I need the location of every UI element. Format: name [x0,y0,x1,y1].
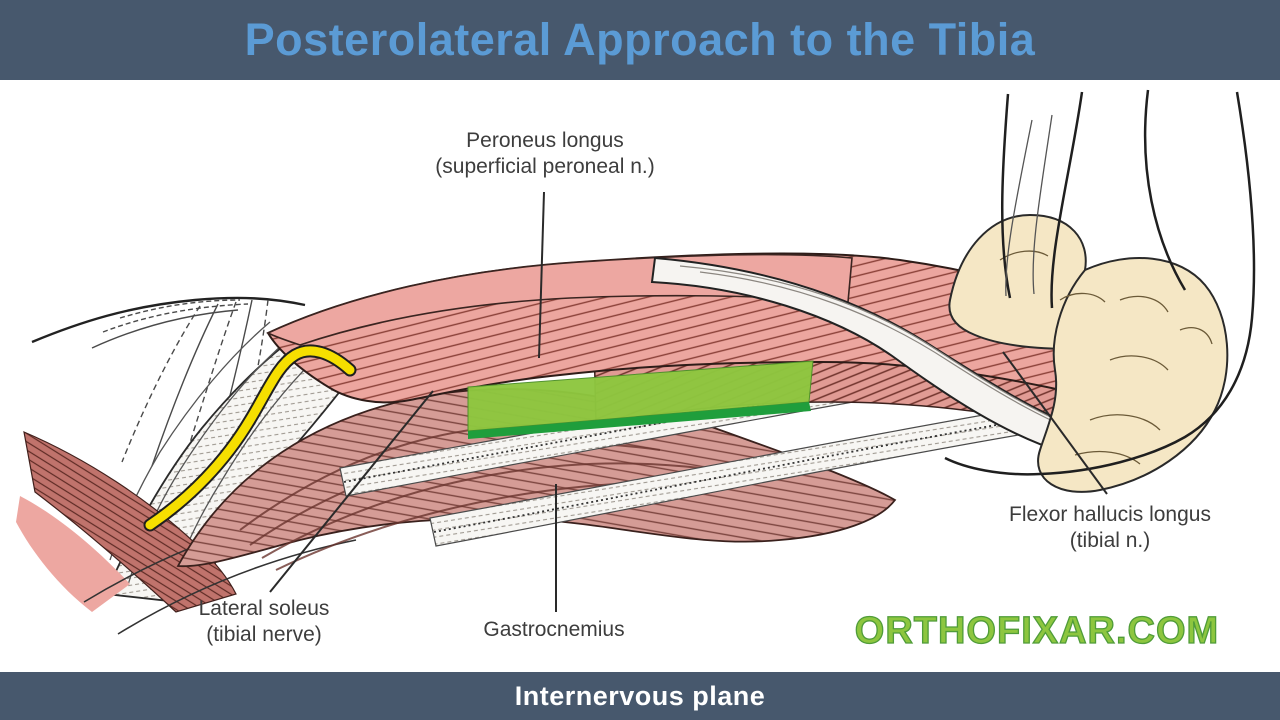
label-lateral-soleus: Lateral soleus (tibial nerve) [198,597,330,646]
leg-outlines [944,89,1256,476]
label-gastrocnemius: Gastrocnemius [483,618,625,641]
extensor-tendon-lines [1005,114,1053,297]
leader-lines [269,191,1108,612]
superficial-peroneal-nerve [143,344,357,532]
leader-lateral-soleus [269,390,434,593]
leader-peroneus-longus [538,191,545,359]
retinaculum-striations [679,265,1101,441]
label-flexor-hallucis-longus: Flexor hallucis longus (tibial n.) [1009,503,1211,552]
internervous-plane-marker [467,360,814,439]
header-bar: Posterolateral Approach to the Tibia [0,0,1280,80]
page-title: Posterolateral Approach to the Tibia [244,14,1036,65]
knee-contour [31,296,306,344]
footer-caption: Internervous plane [514,680,766,711]
anatomy-illustration [16,89,1256,635]
leader-flexor-hallucis [1002,351,1108,495]
label-peroneus-longus: Peroneus longus (superficial peroneal n.… [435,129,655,178]
watermark-text: ORTHOFIXAR.COM [854,609,1220,652]
bone-calcaneus [1037,257,1229,493]
footer-bar: Internervous plane [0,672,1280,720]
soleus-edge-wedge [16,496,130,612]
